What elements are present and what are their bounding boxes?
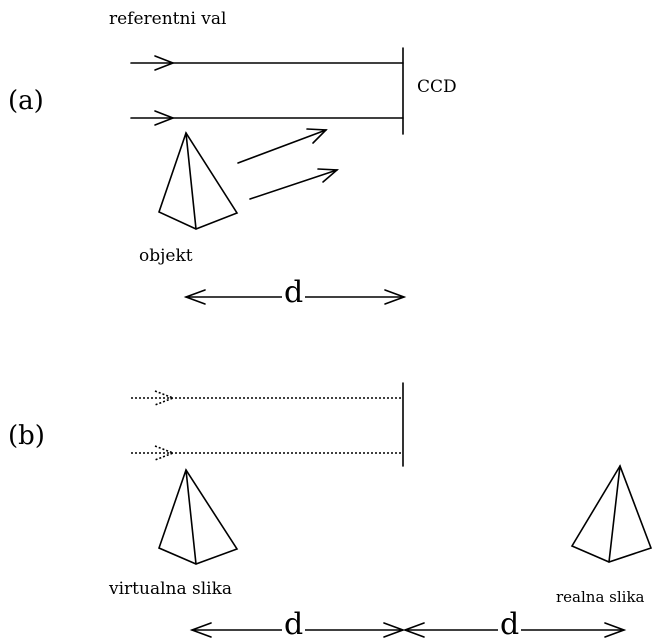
panel-a-label: (a) <box>8 86 44 116</box>
object-wave-arrow-upper <box>237 128 328 164</box>
real-image-pyramid <box>570 464 653 563</box>
virtual-image-pyramid <box>158 468 239 565</box>
object-wave-arrow-lower <box>249 168 340 200</box>
panel-a-recording <box>130 47 407 305</box>
reconstruction-ray-top <box>131 390 403 406</box>
panel-b-label: (b) <box>8 421 45 451</box>
reference-wave-label: referentni val <box>109 9 227 29</box>
reconstruction-ray-bottom <box>131 445 403 461</box>
distance-label-b-left: d <box>282 607 306 642</box>
virtual-image-label: virtualna slika <box>109 579 233 599</box>
reference-ray-top <box>130 55 404 71</box>
reference-ray-bottom <box>130 110 404 126</box>
object-label: objekt <box>139 246 193 266</box>
object-pyramid <box>158 131 239 230</box>
distance-label-b-right: d <box>498 607 522 642</box>
ccd-label: CCD <box>417 77 457 97</box>
real-image-label: realna slika <box>556 588 645 606</box>
distance-label-a: d <box>282 275 306 310</box>
